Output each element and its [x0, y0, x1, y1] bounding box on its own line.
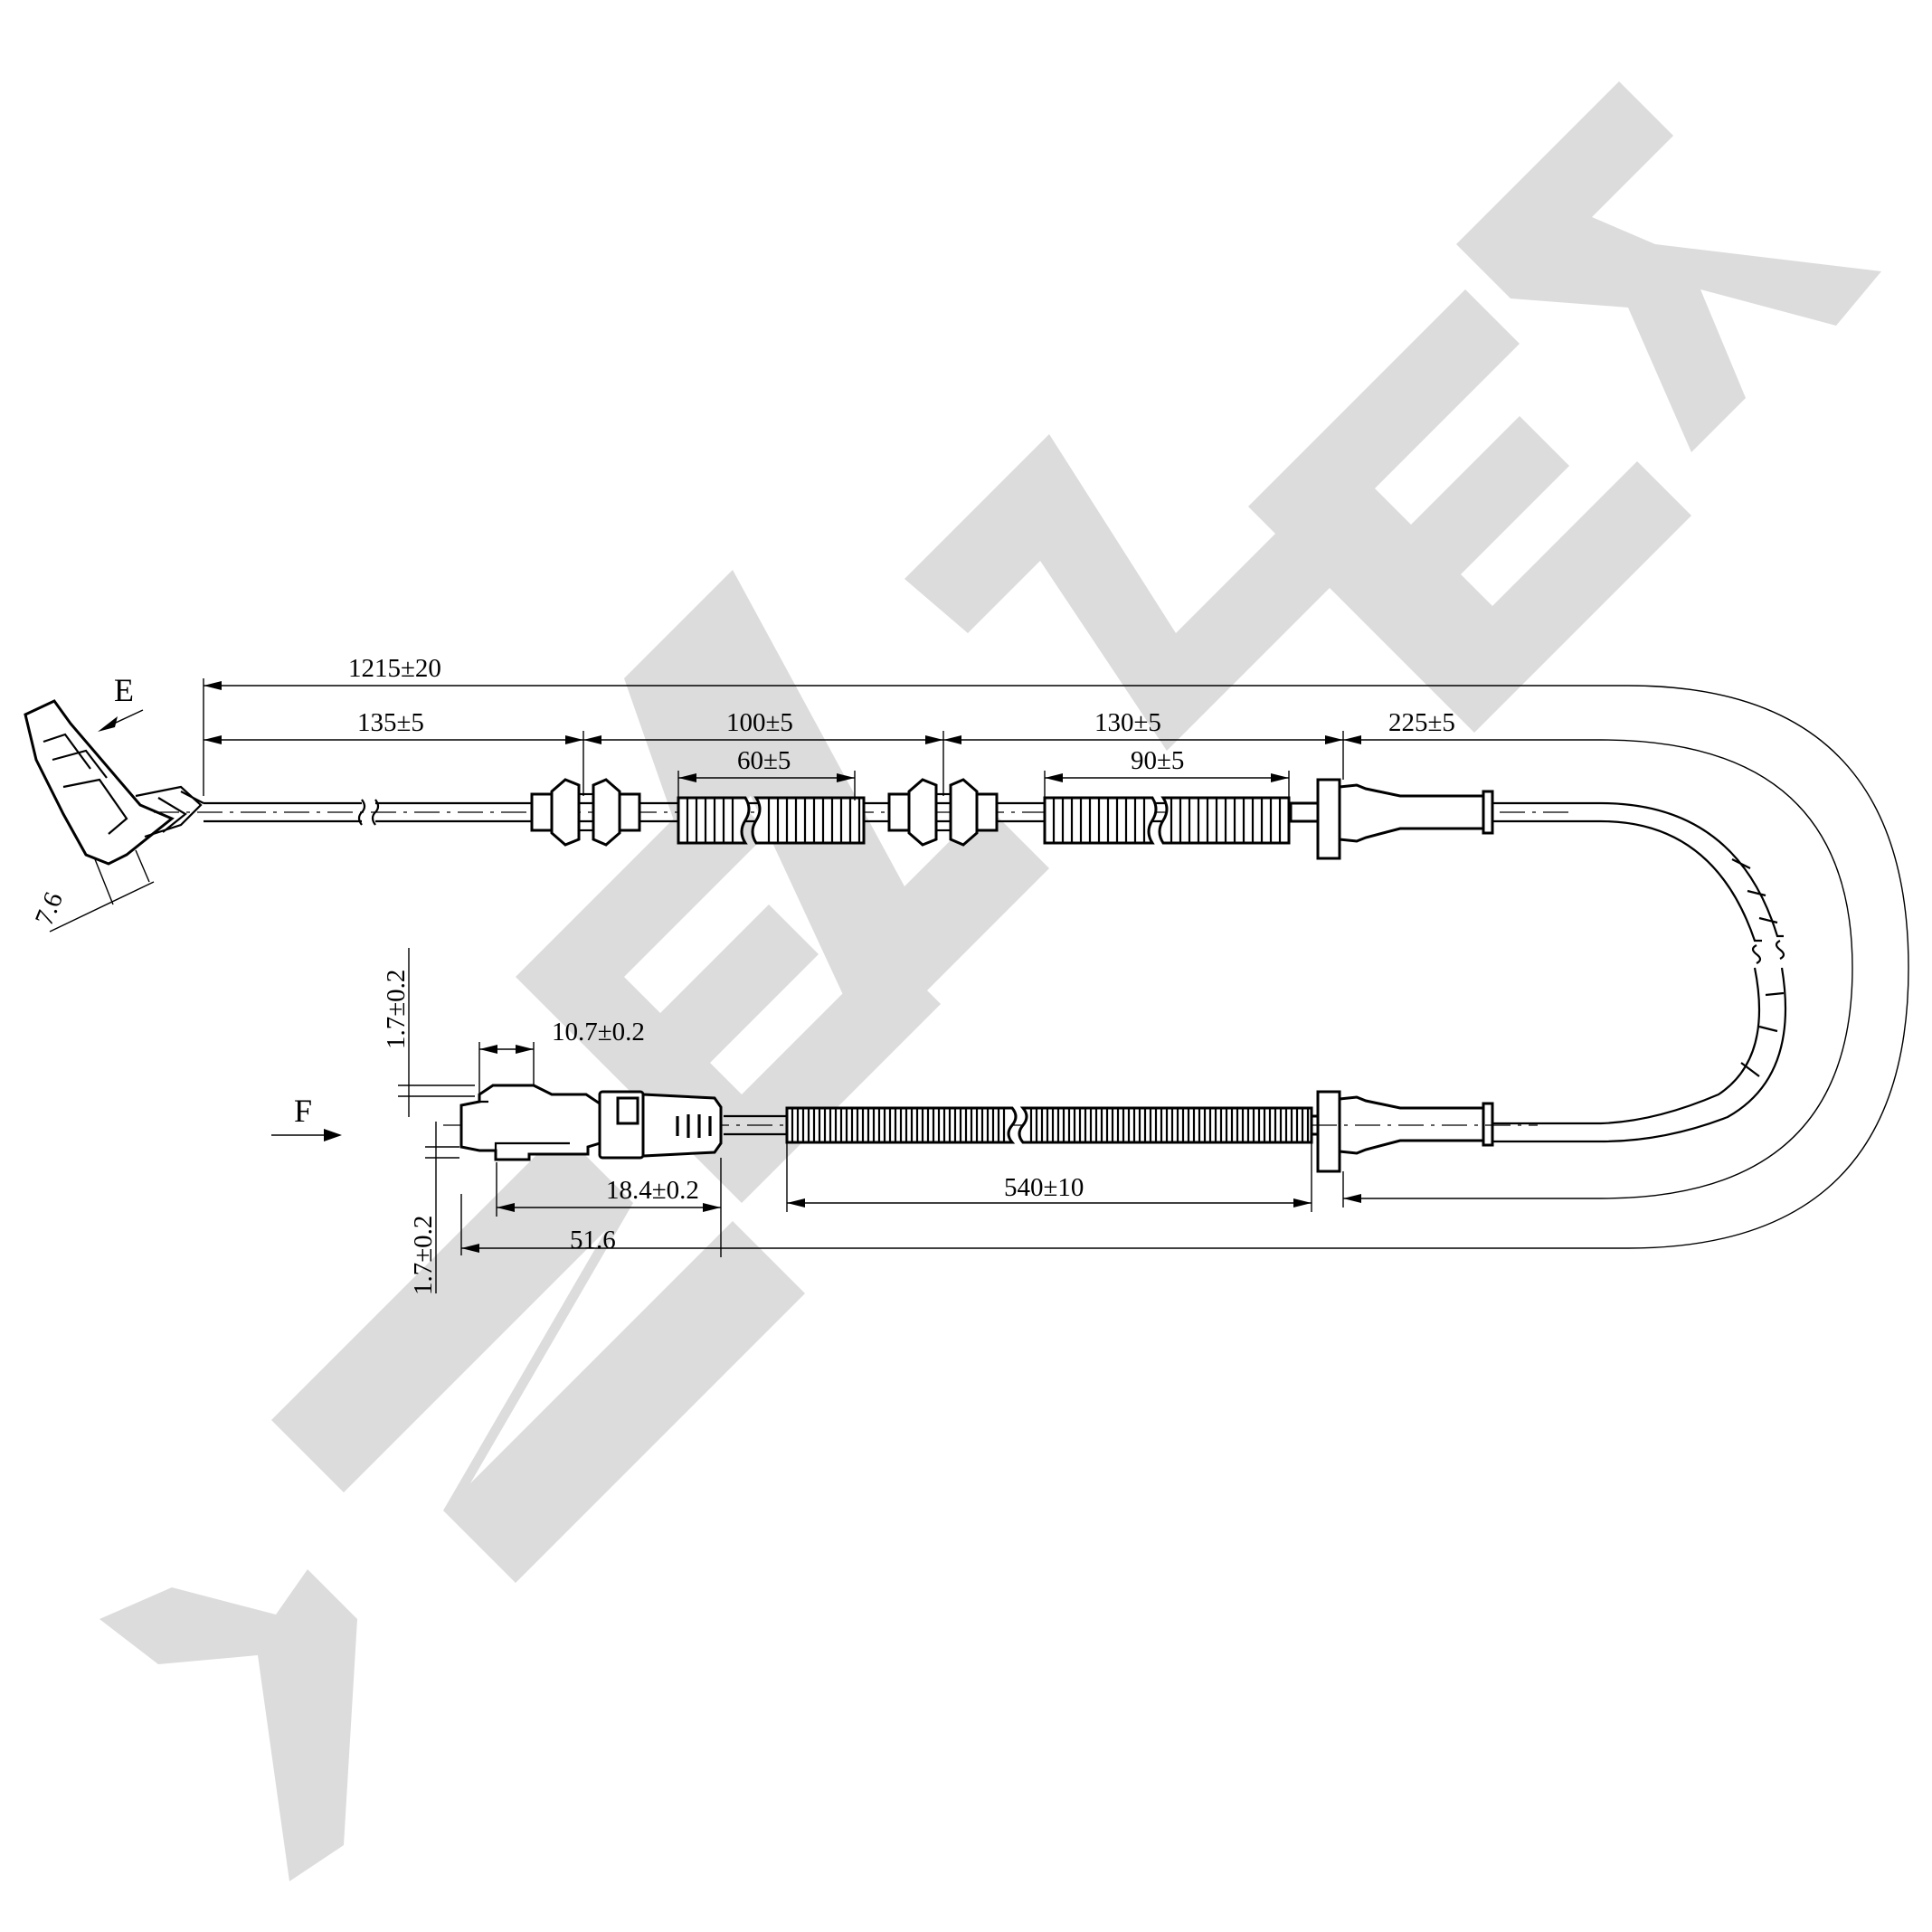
arrowheads — [204, 681, 1361, 1253]
dim-pin-offset-bottom: 1.7±0.2 — [409, 1216, 438, 1295]
lower-bracket — [1289, 1090, 1494, 1173]
corrugated-sleeve-2 — [1043, 796, 1291, 845]
dim-seg2-inner: 60±5 — [737, 746, 791, 775]
cable-bend — [1492, 801, 1787, 1143]
connector — [459, 1084, 723, 1161]
grommet-clip-2 — [887, 778, 999, 847]
upper-bracket — [1289, 778, 1494, 860]
dim-seg4: 225±5 — [1388, 708, 1455, 737]
dimension-lines — [49, 678, 1909, 1293]
grommet-clip-1 — [530, 778, 641, 847]
dim-connector-latch: 10.7±0.2 — [552, 1018, 645, 1046]
dim-seg3: 130±5 — [1094, 708, 1161, 737]
dim-conduit: 540±10 — [1004, 1173, 1084, 1202]
dim-connector-body: 18.4±0.2 — [606, 1176, 699, 1205]
view-labels: E F — [114, 672, 312, 1129]
dim-connector-length: 51.6 — [570, 1226, 616, 1255]
dim-seg1: 135±5 — [357, 708, 424, 737]
sensor-head — [24, 699, 204, 866]
corrugated-conduit — [785, 1106, 1313, 1144]
corrugated-sleeve-1 — [677, 796, 866, 845]
view-label-e: E — [114, 672, 134, 708]
dim-seg3-inner: 90±5 — [1131, 746, 1184, 775]
dim-overall: 1215±20 — [348, 654, 441, 683]
dim-sensor-width: 7.6 — [30, 888, 69, 930]
dim-pin-offset-top: 1.7±0.2 — [382, 970, 411, 1049]
watermark-logo — [99, 81, 1881, 1881]
view-label-f: F — [294, 1093, 312, 1129]
dim-seg2: 100±5 — [726, 708, 793, 737]
